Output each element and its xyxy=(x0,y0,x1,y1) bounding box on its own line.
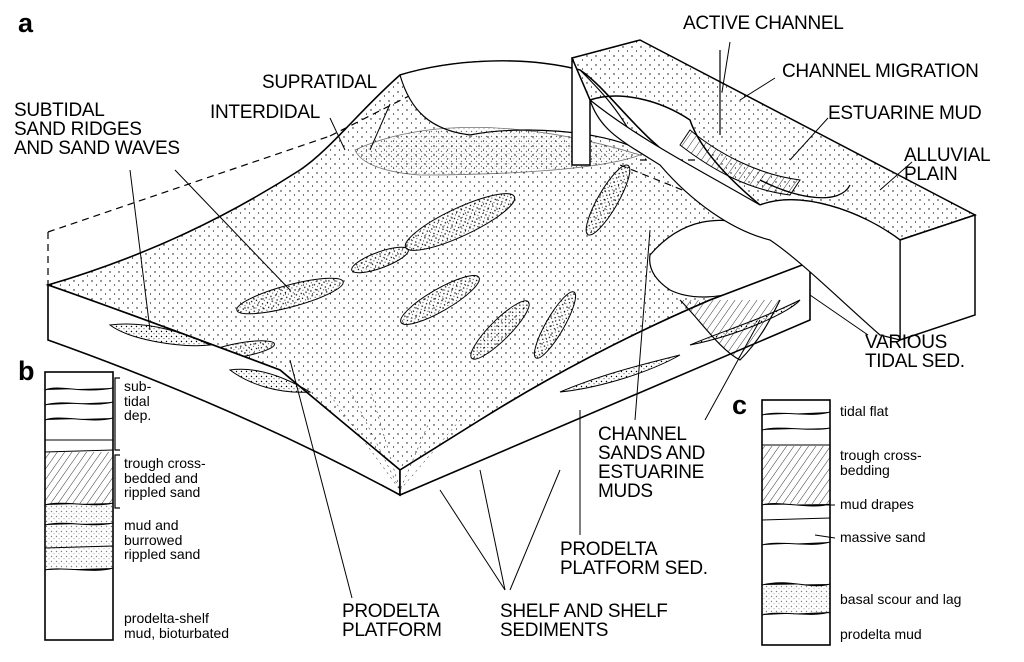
label-supratidal: SUPRATIDAL xyxy=(262,72,377,93)
column-c-mud-drapes: mud drapes xyxy=(840,496,914,512)
label-subtidal-sand-ridges: SUBTIDAL SAND RIDGES AND SAND WAVES xyxy=(14,100,180,159)
label-prodelta-platform: PRODELTA PLATFORM xyxy=(342,601,442,641)
panel-letter-c: c xyxy=(732,390,747,420)
label-active-channel: ACTIVE CHANNEL xyxy=(683,13,844,34)
label-shelf-sediments: SHELF AND SHELF SEDIMENTS xyxy=(500,601,668,641)
column-c-tidal-flat: tidal flat xyxy=(840,403,889,419)
stratigraphic-column-b xyxy=(44,371,120,641)
column-b-trough-cross-bedded: trough cross- bedded and rippled sand xyxy=(124,455,206,501)
label-channel-migration: CHANNEL MIGRATION xyxy=(782,61,979,82)
column-c-massive-sand: massive sand xyxy=(840,529,926,545)
column-c-basal-scour: basal scour and lag xyxy=(840,591,962,607)
label-channel-sands-estuarine-muds: CHANNEL SANDS AND ESTUARINE MUDS xyxy=(598,424,706,502)
estuary-inset-block xyxy=(570,39,977,342)
sand-ridges xyxy=(205,164,631,360)
column-b-mud-burrowed: mud and burrowed rippled sand xyxy=(124,517,201,563)
label-alluvial-plain: ALLUVIAL PLAIN xyxy=(904,145,991,185)
column-c-prodelta-mud: prodelta mud xyxy=(840,626,922,642)
leader-lines xyxy=(129,41,913,599)
panel-letter-b: b xyxy=(18,356,35,386)
column-b-subtidal-dep: sub- tidal dep. xyxy=(124,378,152,424)
label-prodelta-platform-sed: PRODELTA PLATFORM SED. xyxy=(560,539,708,579)
column-c-trough-cross-bedding: trough cross- bedding xyxy=(840,447,922,478)
label-various-tidal-sed: VARIOUS TIDAL SED. xyxy=(865,332,965,372)
panel-letter-a: a xyxy=(18,8,33,38)
label-estuarine-mud: ESTUARINE MUD xyxy=(828,103,982,124)
label-interdidal: INTERDIDAL xyxy=(210,102,320,123)
stratigraphic-column-c xyxy=(761,399,831,646)
column-b-prodelta-shelf-mud: prodelta-shelf mud, bioturbated xyxy=(124,610,230,641)
